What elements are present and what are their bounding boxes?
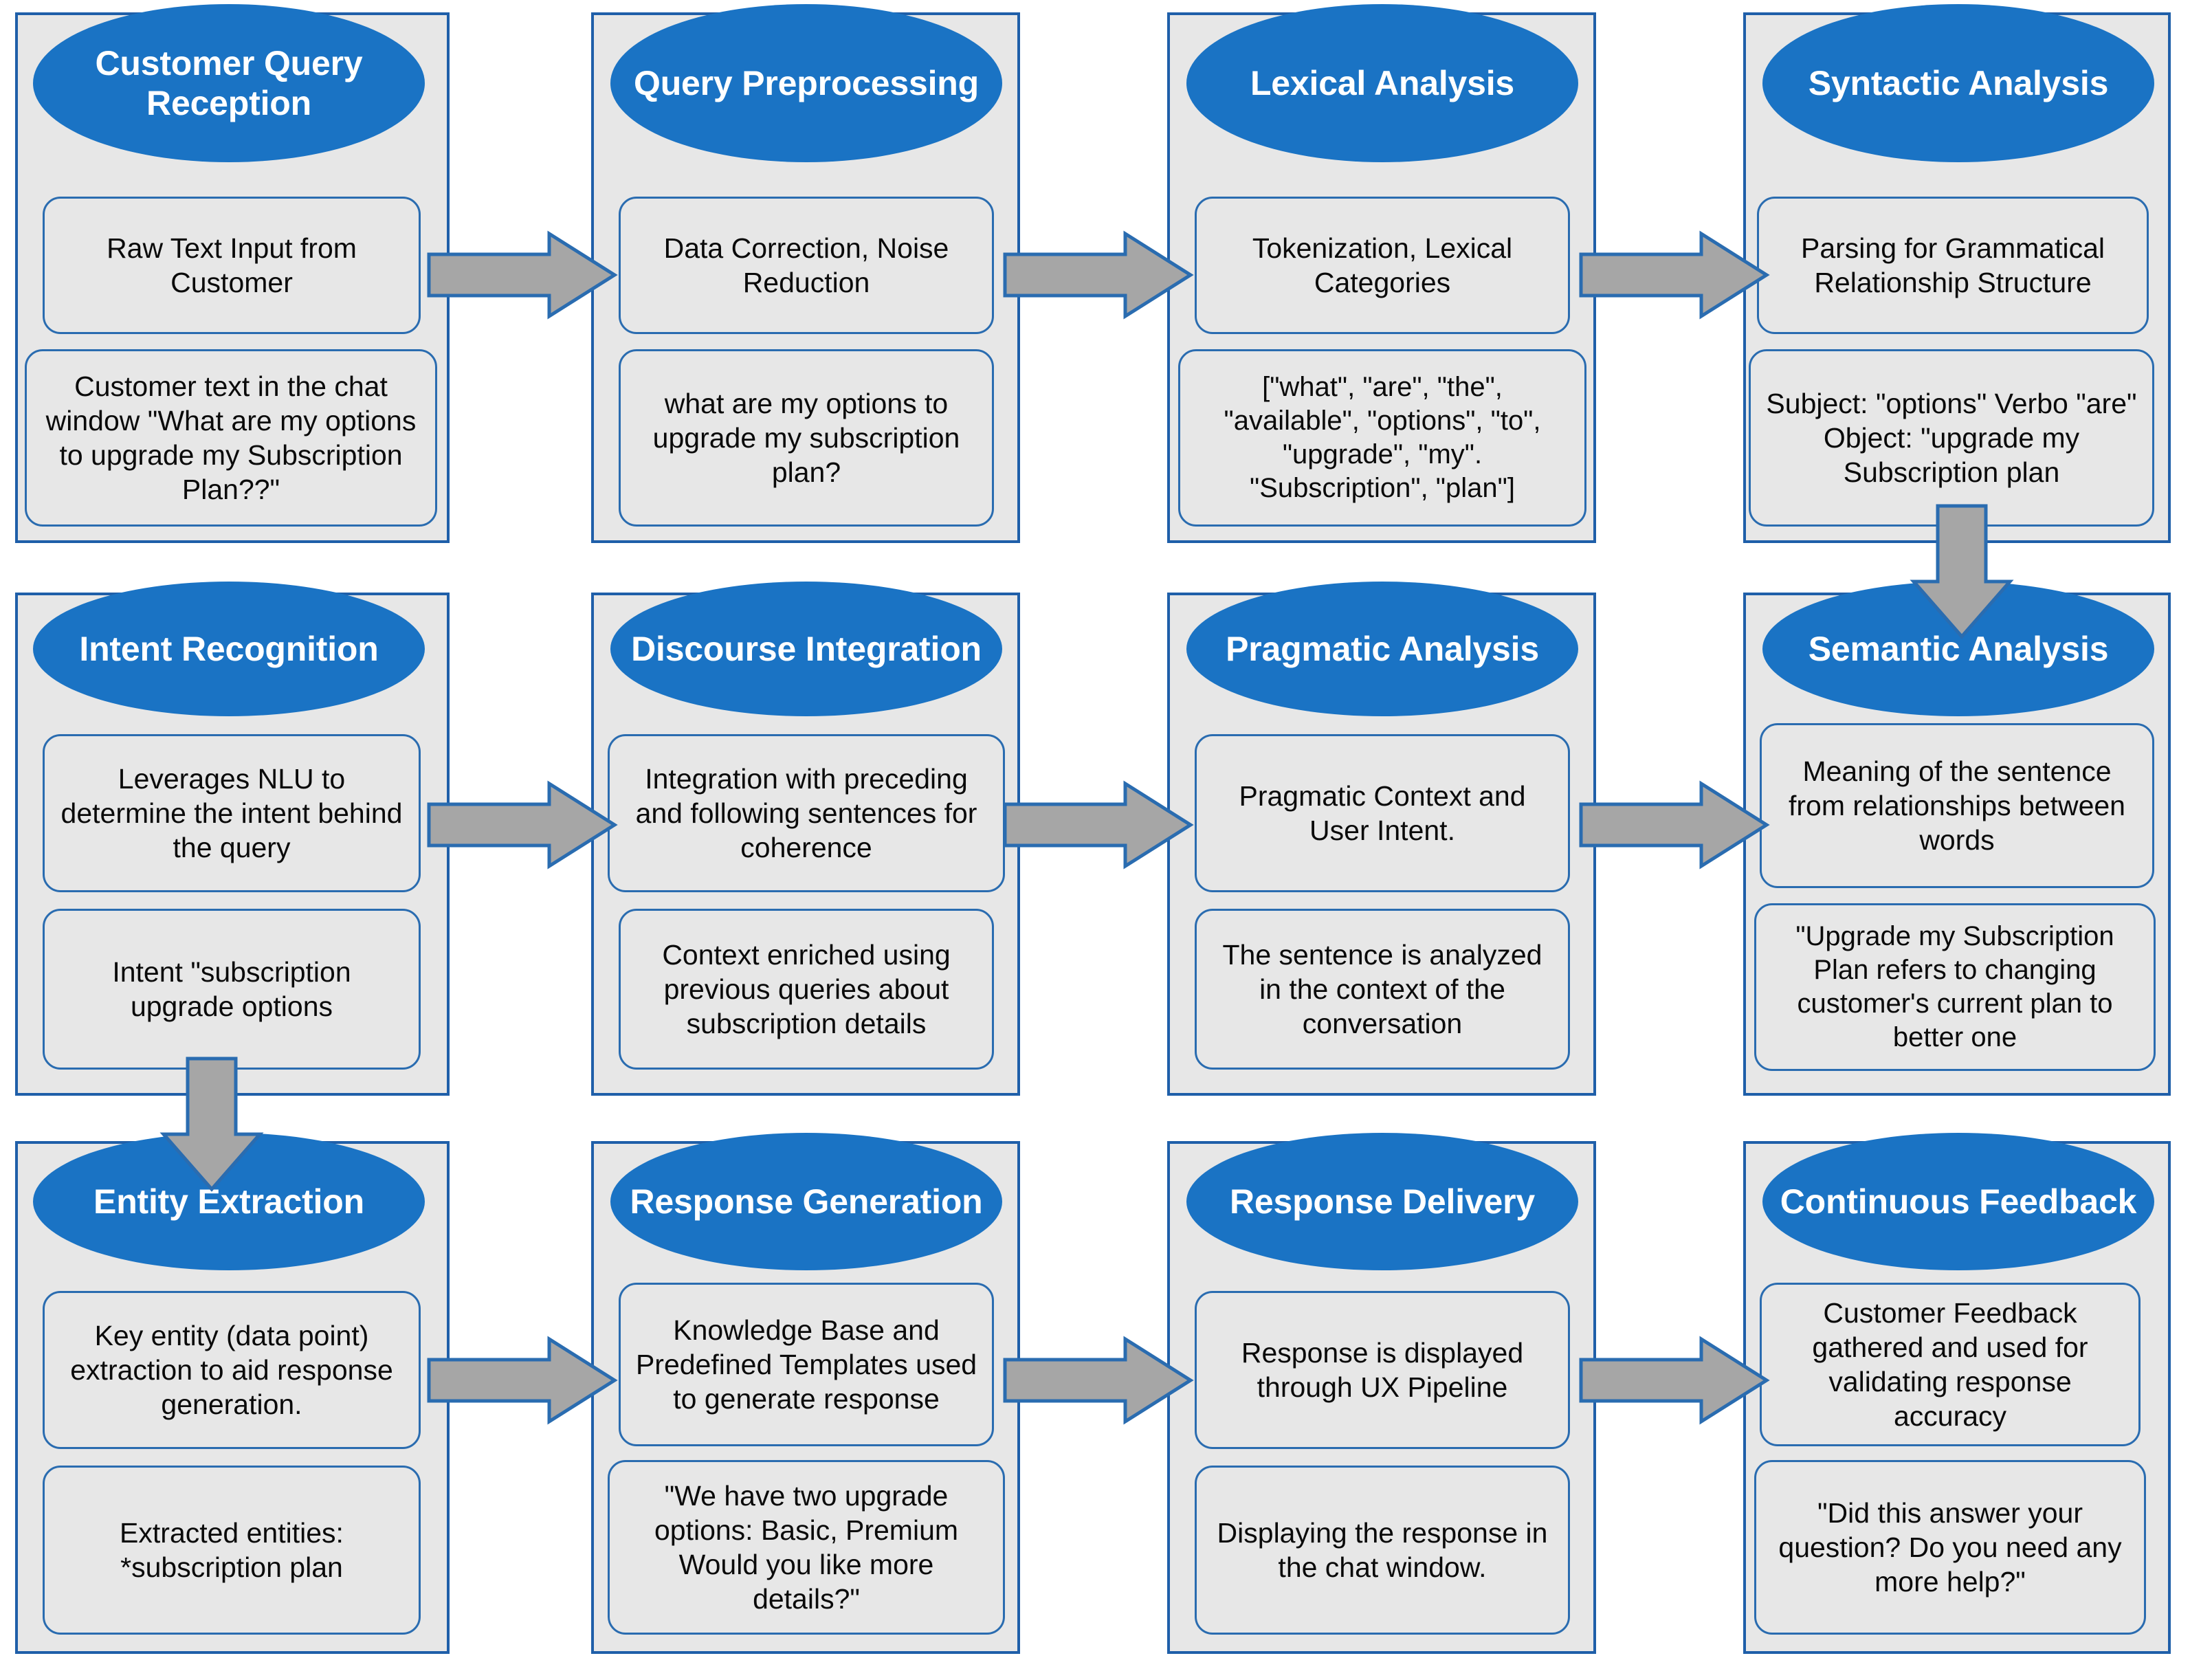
- node-title-continuous-feedback[interactable]: Continuous Feedback: [1762, 1133, 2154, 1270]
- node-example-entity-extraction: Extracted entities: *subscription plan: [43, 1466, 421, 1635]
- arrow-right-pragmatic-to-semantic: [1579, 780, 1770, 870]
- node-title-response-generation[interactable]: Response Generation: [610, 1133, 1002, 1270]
- node-description-query-preprocessing: Data Correction, Noise Reduction: [619, 197, 994, 334]
- node-example-intent-recognition: Intent "subscription upgrade options: [43, 909, 421, 1070]
- node-example-syntactic-analysis: Subject: "options" Verbo "are" Object: "…: [1749, 349, 2154, 527]
- node-description-semantic-analysis: Meaning of the sentence from relationshi…: [1760, 723, 2154, 888]
- node-description-intent-recognition: Leverages NLU to determine the intent be…: [43, 734, 421, 892]
- node-title-syntactic-analysis[interactable]: Syntactic Analysis: [1762, 4, 2154, 162]
- arrow-right-response-generation-to-delivery: [1003, 1336, 1194, 1425]
- arrow-down-syntactic-to-semantic: [1910, 504, 2014, 639]
- node-example-continuous-feedback: "Did this answer your question? Do you n…: [1754, 1460, 2146, 1635]
- node-title-pragmatic-analysis[interactable]: Pragmatic Analysis: [1186, 582, 1578, 716]
- arrow-right-discourse-to-pragmatic: [1003, 780, 1194, 870]
- node-title-entity-extraction[interactable]: Entity Extraction: [33, 1133, 425, 1270]
- node-description-discourse-integration: Integration with preceding and following…: [608, 734, 1005, 892]
- node-description-response-delivery: Response is displayed through UX Pipelin…: [1195, 1291, 1570, 1449]
- arrow-right-reception-to-preprocessing: [427, 230, 618, 320]
- node-example-response-generation: "We have two upgrade options: Basic, Pre…: [608, 1460, 1005, 1635]
- node-description-pragmatic-analysis: Pragmatic Context and User Intent.: [1195, 734, 1570, 892]
- node-description-continuous-feedback: Customer Feedback gathered and used for …: [1760, 1283, 2141, 1446]
- arrow-down-intent-to-entity: [159, 1057, 264, 1192]
- node-description-customer-query-reception: Raw Text Input from Customer: [43, 197, 421, 334]
- node-description-entity-extraction: Key entity (data point) extraction to ai…: [43, 1291, 421, 1449]
- arrow-right-preprocessing-to-lexical: [1003, 230, 1194, 320]
- node-example-discourse-integration: Context enriched using previous queries …: [619, 909, 994, 1070]
- arrow-right-intent-to-discourse: [427, 780, 618, 870]
- node-example-customer-query-reception: Customer text in the chat window "What a…: [25, 349, 437, 527]
- node-title-query-preprocessing[interactable]: Query Preprocessing: [610, 4, 1002, 162]
- node-title-customer-query-reception[interactable]: Customer Query Reception: [33, 4, 425, 162]
- node-title-response-delivery[interactable]: Response Delivery: [1186, 1133, 1578, 1270]
- node-example-pragmatic-analysis: The sentence is analyzed in the context …: [1195, 909, 1570, 1070]
- node-example-response-delivery: Displaying the response in the chat wind…: [1195, 1466, 1570, 1635]
- node-example-query-preprocessing: what are my options to upgrade my subscr…: [619, 349, 994, 527]
- arrow-right-delivery-to-feedback: [1579, 1336, 1770, 1425]
- node-description-syntactic-analysis: Parsing for Grammatical Relationship Str…: [1757, 197, 2149, 334]
- node-title-semantic-analysis[interactable]: Semantic Analysis: [1762, 582, 2154, 716]
- node-example-lexical-analysis: ["what", "are", "the", "available", "opt…: [1178, 349, 1586, 527]
- arrow-right-lexical-to-syntactic: [1579, 230, 1770, 320]
- node-title-intent-recognition[interactable]: Intent Recognition: [33, 582, 425, 716]
- node-title-lexical-analysis[interactable]: Lexical Analysis: [1186, 4, 1578, 162]
- arrow-right-entity-to-response-generation: [427, 1336, 618, 1425]
- node-example-semantic-analysis: "Upgrade my Subscription Plan refers to …: [1754, 903, 2156, 1071]
- node-title-discourse-integration[interactable]: Discourse Integration: [610, 582, 1002, 716]
- node-description-lexical-analysis: Tokenization, Lexical Categories: [1195, 197, 1570, 334]
- node-description-response-generation: Knowledge Base and Predefined Templates …: [619, 1283, 994, 1446]
